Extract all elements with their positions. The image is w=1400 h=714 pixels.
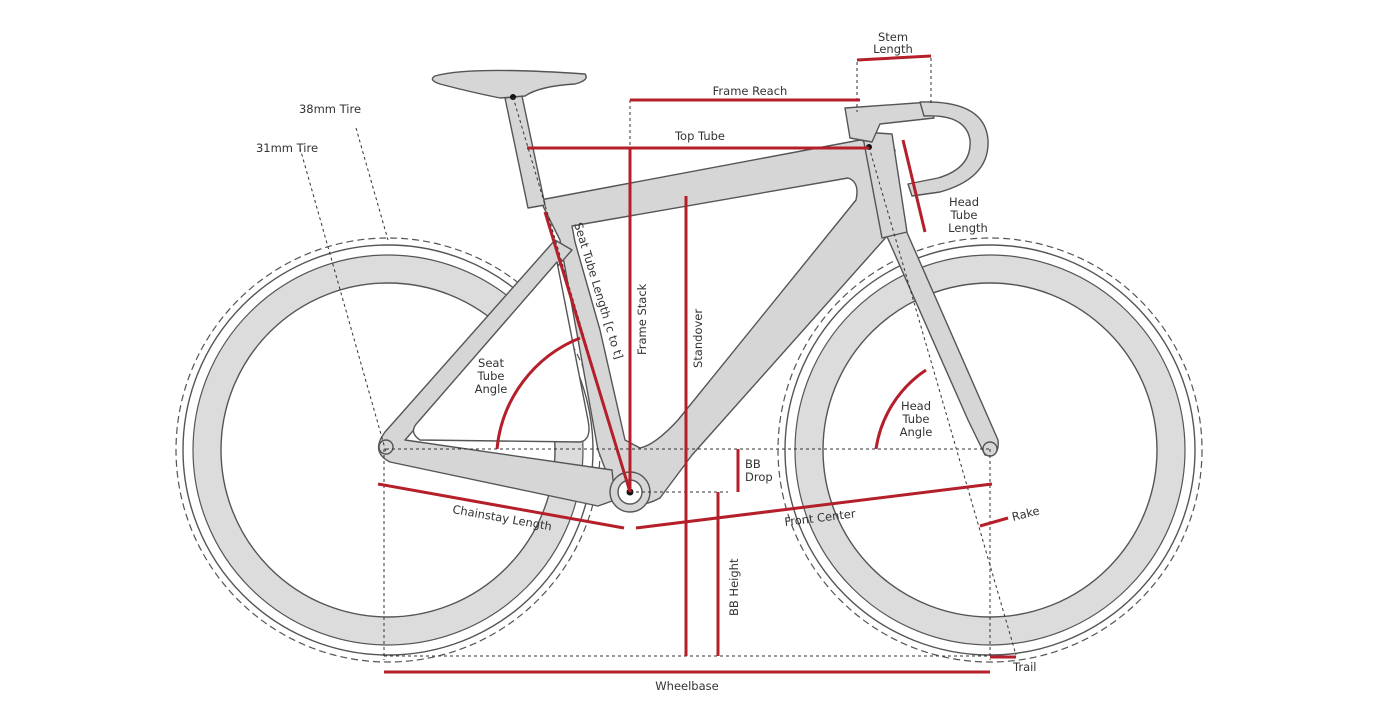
handlebar [907, 101, 989, 197]
main-triangle-cutout [571, 177, 858, 449]
tire-31-label: 31mm Tire [256, 141, 318, 155]
saddle [431, 69, 587, 99]
tire-38-leader [355, 127, 389, 241]
measurements [377, 54, 1016, 674]
rear-dropout [378, 439, 394, 455]
frame-reach-label: Frame Reach [713, 84, 788, 98]
front-center-line [635, 482, 993, 530]
bb-drop-label-2: Drop [745, 470, 773, 484]
stem-length-label-1: Stem [878, 30, 908, 44]
seat-tube-length-line [543, 211, 632, 493]
stem-length-label-2: Length [873, 42, 913, 56]
top-tube-label: Top Tube [674, 129, 725, 143]
seat-tube-angle-arc [495, 336, 581, 450]
tire-31-leader [299, 147, 387, 453]
frame-stack-label: Frame Stack [635, 283, 649, 355]
steering-axis [868, 146, 1017, 656]
seat-tube-angle-label-3: Angle [475, 382, 508, 396]
head-tube-length-label-2: Tube [950, 208, 978, 222]
seat-post [504, 95, 546, 209]
rake-line [979, 516, 1009, 528]
tire-38-label: 38mm Tire [299, 102, 361, 116]
seat-tube-angle-label-1: Seat [478, 356, 504, 370]
head-tube-angle-label-1: Head [901, 399, 931, 413]
rake-label: Rake [1010, 504, 1041, 524]
front-tire-38mm-outline [777, 237, 1203, 663]
wheelbase-label: Wheelbase [655, 679, 718, 693]
head-tube-length-label-1: Head [949, 195, 979, 209]
stem-length-line [856, 54, 932, 62]
head-tube-angle-arc [874, 368, 927, 450]
head-tube-length-label-3: Length [948, 221, 988, 235]
head-tube [861, 131, 908, 239]
bb-drop-label-1: BB [745, 457, 761, 471]
head-tube-length-line [901, 139, 927, 233]
seat-tube-angle-label-2: Tube [477, 369, 505, 383]
chainstay-length-line [377, 482, 625, 530]
standover-label: Standover [691, 309, 705, 368]
trail-label: Trail [1012, 660, 1037, 674]
bb-height-label: BB Height [727, 558, 741, 616]
head-tube-angle-label-3: Angle [900, 425, 933, 439]
rear-triangle-cutout [412, 261, 590, 443]
head-tube-angle-label-2: Tube [902, 412, 930, 426]
